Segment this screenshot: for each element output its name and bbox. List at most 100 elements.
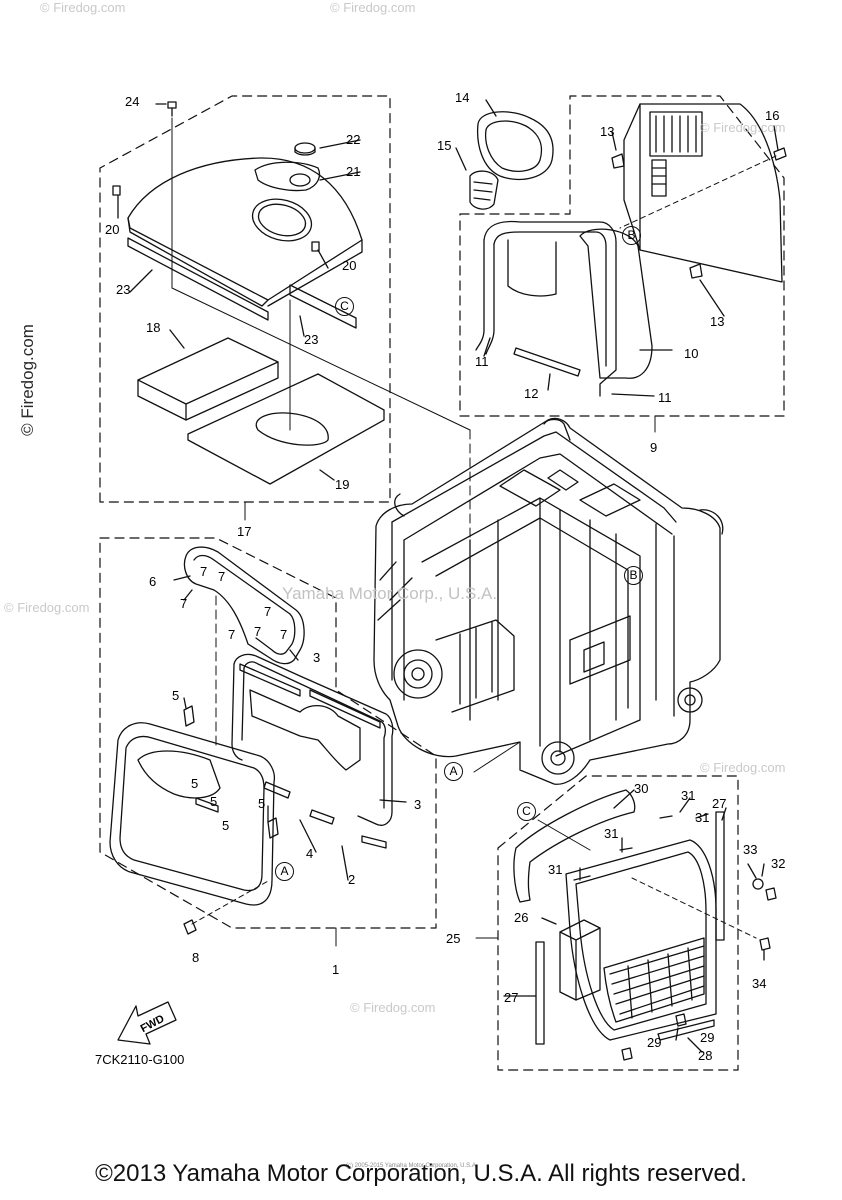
part-label-29: 29 (647, 1035, 662, 1050)
part-label-7: 7 (264, 604, 272, 619)
part-label-31: 31 (695, 810, 710, 825)
side-watermark: © Firedog.com (17, 324, 37, 436)
part-label-34: 34 (752, 976, 767, 991)
part-label-7: 7 (218, 569, 226, 584)
side-cover (109, 722, 276, 906)
seal-15 (469, 170, 499, 210)
strip-12 (513, 347, 581, 377)
part-label-7: 7 (180, 596, 188, 611)
main-frame (373, 417, 724, 785)
watermark: © Firedog.com (4, 600, 90, 615)
part-label-31: 31 (681, 788, 696, 803)
part-label-22: 22 (346, 132, 361, 147)
gasket-6 (183, 546, 305, 665)
group-25-box (497, 775, 739, 1071)
part-label-27: 27 (504, 990, 519, 1005)
part-label-4: 4 (306, 846, 314, 861)
part-label-10: 10 (684, 346, 699, 361)
seal-30 (513, 789, 636, 903)
part-label-15: 15 (437, 138, 452, 153)
part-label-21: 21 (346, 164, 361, 179)
copyright-notice: ©2013 Yamaha Motor Corporation, U.S.A. A… (95, 1160, 747, 1187)
reference-b: B (624, 566, 643, 585)
part-label-25: 25 (446, 931, 461, 946)
part-label-7: 7 (254, 624, 262, 639)
fine-print: (c) 2005-2015 Yamaha Motor Corporation, … (346, 1163, 478, 1169)
part-label-13: 13 (710, 314, 725, 329)
watermark: © Firedog.com (700, 120, 786, 135)
rod-27-right (715, 811, 725, 941)
part-label-5: 5 (191, 776, 199, 791)
grille-cover (565, 839, 717, 1041)
part-label-3: 3 (414, 797, 422, 812)
part-label-5: 5 (222, 818, 230, 833)
part-label-2: 2 (348, 872, 356, 887)
part-label-11: 11 (475, 354, 489, 369)
group-17-box (99, 95, 391, 503)
part-label-30: 30 (634, 781, 649, 796)
part-label-14: 14 (455, 90, 470, 105)
part-label-19: 19 (335, 477, 350, 492)
part-label-7: 7 (280, 627, 288, 642)
part-label-16: 16 (765, 108, 780, 123)
part-label-23: 23 (116, 282, 131, 297)
part-label-20: 20 (105, 222, 120, 237)
part-label-9: 9 (650, 440, 658, 455)
part-label-11: 11 (658, 390, 672, 405)
part-label-23: 23 (304, 332, 319, 347)
gasket-11 (483, 220, 617, 397)
rod-27-left (535, 941, 545, 1045)
gasket-2 (233, 653, 394, 826)
part-label-1: 1 (332, 962, 340, 977)
strip-4a (263, 781, 291, 799)
watermark: © Firedog.com (700, 760, 786, 775)
foam-26 (559, 919, 601, 1001)
part-label-29: 29 (700, 1030, 715, 1045)
part-label-33: 33 (743, 842, 758, 857)
rail-23-left (127, 237, 269, 321)
base-panel (187, 373, 385, 485)
part-label-5: 5 (172, 688, 180, 703)
part-label-5: 5 (210, 794, 218, 809)
group-1-box (99, 537, 437, 929)
diagram-code: 7CK2110-G100 (95, 1052, 185, 1067)
reference-b: B (622, 226, 641, 245)
part-label-31: 31 (548, 862, 563, 877)
part-label-26: 26 (514, 910, 529, 925)
center-watermark: Yamaha Motor Corp., U.S.A. (282, 584, 498, 603)
part-label-8: 8 (192, 950, 200, 965)
air-filter (137, 337, 279, 421)
watermark: © Firedog.com (40, 0, 126, 15)
strip-4b (309, 809, 335, 825)
reference-c: C (335, 297, 354, 316)
part-label-28: 28 (698, 1048, 713, 1063)
top-cover (127, 157, 363, 307)
reference-c: C (517, 802, 536, 821)
rail-23-right (289, 284, 357, 329)
part-label-27: 27 (712, 796, 727, 811)
part-label-20: 20 (342, 258, 357, 273)
part-label-3: 3 (313, 650, 321, 665)
reference-a: A (444, 762, 463, 781)
part-label-12: 12 (524, 386, 539, 401)
part-label-6: 6 (149, 574, 157, 589)
rear-cover (639, 103, 783, 283)
part-label-7: 7 (228, 627, 236, 642)
part-label-32: 32 (771, 856, 786, 871)
part-label-13: 13 (600, 124, 615, 139)
fuel-cap (294, 142, 316, 154)
part-label-7: 7 (200, 564, 208, 579)
watermark: © Firedog.com (350, 1000, 436, 1015)
bolt-24 (167, 101, 177, 109)
seal-14 (476, 111, 554, 181)
group-9-box (459, 95, 785, 417)
reference-a: A (275, 862, 294, 881)
foam-10 (579, 228, 653, 379)
part-label-31: 31 (604, 826, 619, 841)
part-label-17: 17 (237, 524, 252, 539)
watermark: © Firedog.com (330, 0, 416, 15)
strip-28 (657, 1019, 715, 1041)
strip-3 (239, 663, 301, 697)
part-label-18: 18 (146, 320, 161, 335)
